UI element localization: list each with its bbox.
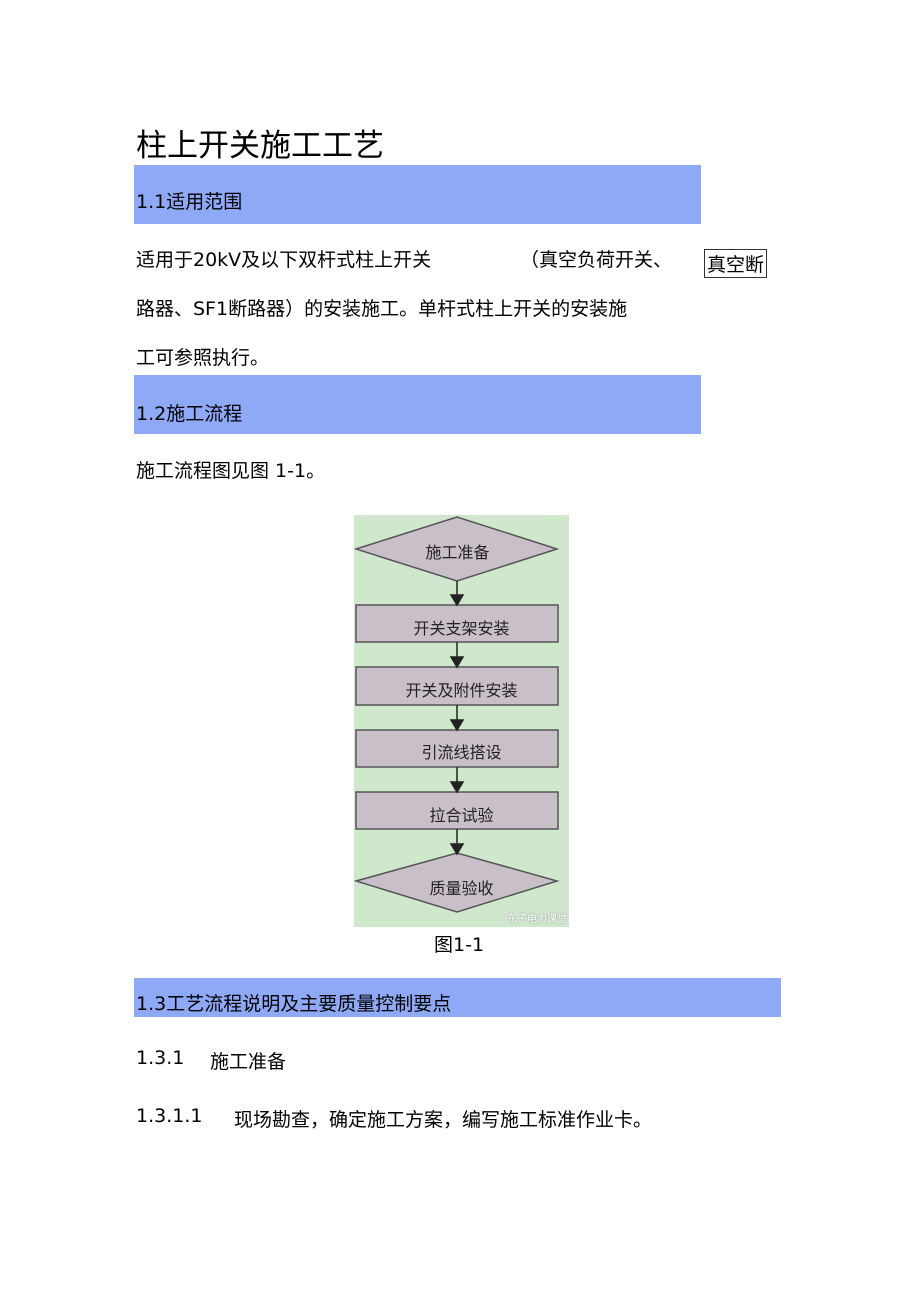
- section-heading-1-3: 1.3工艺流程说明及主要质量控制要点: [134, 978, 781, 1017]
- item-number: 1.3.1.1: [136, 1105, 203, 1127]
- flow-node: 拉合试验: [429, 806, 494, 825]
- subsection-title: 施工准备: [210, 1051, 287, 1073]
- flow-node: 开关支架安装: [413, 619, 510, 638]
- subsection-number: 1.3.1: [136, 1047, 185, 1069]
- heading-text: 1.1适用范围: [136, 191, 243, 213]
- process-box: [355, 791, 559, 830]
- paragraph-line: 适用于20kV及以下双杆式柱上开关: [136, 249, 432, 271]
- process-box: [355, 729, 559, 768]
- flow-node: 施工准备: [425, 543, 490, 562]
- section-heading-1-1: 1.1适用范围: [134, 165, 701, 224]
- figure-caption: 图1-1: [434, 934, 485, 956]
- flow-node: 质量验收: [429, 879, 494, 898]
- paragraph-line: 施工流程图见图 1-1。: [136, 460, 326, 482]
- watermark: 东子电力课堂: [507, 914, 567, 925]
- heading-text: 1.2施工流程: [136, 403, 243, 425]
- diamond-start: [354, 516, 560, 582]
- flow-node: 引流线搭设: [421, 743, 502, 762]
- flowchart-shapes: [354, 516, 560, 913]
- paragraph-line: 路器、SF1断路器）的安装施工。单杆式柱上开关的安装施: [136, 298, 628, 320]
- flow-node: 开关及附件安装: [405, 681, 518, 700]
- section-heading-1-2: 1.2施工流程: [134, 375, 701, 434]
- diamond-end: [354, 852, 560, 913]
- item-text: 现场勘查，确定施工方案，编写施工标准作业卡。: [234, 1109, 653, 1131]
- page-title: 柱上开关施工工艺: [136, 128, 384, 164]
- flowchart-figure: 施工准备 开关支架安装 开关及附件安装 引流线搭设 拉合试验 质量验收 东子电力…: [354, 515, 569, 927]
- process-box: [355, 604, 559, 643]
- paragraph-line: 工可参照执行。: [136, 347, 270, 369]
- paragraph-line: （真空负荷开关、: [520, 249, 673, 271]
- boxed-text: 真空断: [704, 249, 768, 278]
- heading-text: 1.3工艺流程说明及主要质量控制要点: [136, 993, 452, 1015]
